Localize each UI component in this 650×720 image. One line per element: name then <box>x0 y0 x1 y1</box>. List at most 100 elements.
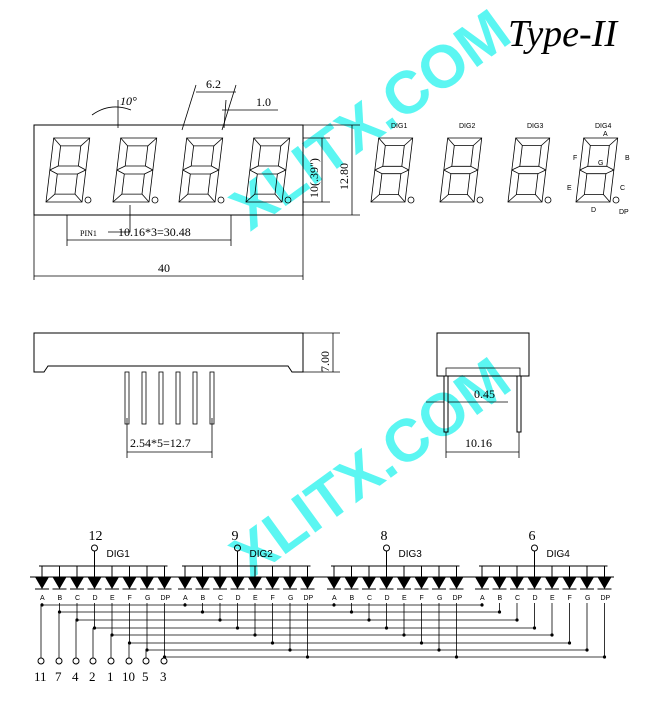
dig1-label: DIG1 <box>391 123 407 130</box>
digit-layout-view: DIG1 DIG2 DIG3 DIG4 A B F G E C D DP <box>370 123 630 216</box>
right-digit-1 <box>370 137 415 204</box>
seg-label-d: D <box>591 207 596 214</box>
segment-width-label: 6.2 <box>206 77 221 91</box>
seg-name-2-E: E <box>253 595 258 602</box>
pin-dia-label: 0.45 <box>474 387 495 401</box>
led-2-C <box>213 577 227 589</box>
height-inch-label: 10(.39") <box>307 158 321 198</box>
side-pin-4 <box>175 371 181 425</box>
end-body <box>436 332 530 377</box>
front-digit-1 <box>45 137 92 204</box>
seg-name-3-D: D <box>385 595 390 602</box>
led-1-DP <box>157 577 172 589</box>
side-pin-2 <box>141 371 147 425</box>
seg-name-3-B: B <box>350 595 355 602</box>
led-2-B <box>195 577 210 589</box>
seg-name-1-A: A <box>40 595 45 602</box>
seg-name-4-F: F <box>568 595 572 602</box>
bottom-pin-number-1: 1 <box>107 669 114 684</box>
common-pin-number-2: 9 <box>232 529 239 544</box>
digit-name-3: DIG3 <box>399 549 423 560</box>
seg-name-1-G: G <box>145 595 150 602</box>
right-digits <box>370 137 620 204</box>
led-3-B <box>344 577 359 589</box>
common-pin-1 <box>91 544 98 552</box>
seg-name-1-DP: DP <box>161 595 171 602</box>
row-span-label: 10.16 <box>465 436 492 450</box>
type-title: Type-II <box>508 13 619 55</box>
seg-name-3-C: C <box>367 595 372 602</box>
side-view: 7.00 2.54*5=12.7 <box>33 332 340 458</box>
seg-name-3-F: F <box>420 595 424 602</box>
common-pin-number-3: 8 <box>381 529 388 544</box>
side-body <box>33 332 304 373</box>
seg-label-a: A <box>603 131 608 138</box>
led-1-G <box>140 577 154 589</box>
seg-label-dp: DP <box>619 209 629 216</box>
led-1-F <box>122 577 137 589</box>
seg-name-2-B: B <box>201 595 206 602</box>
seg-name-1-F: F <box>128 595 132 602</box>
right-digit-1-dp <box>407 196 415 204</box>
led-4-F <box>562 577 577 589</box>
led-4-C <box>510 577 524 589</box>
led-1-E <box>105 577 119 589</box>
seg-name-3-A: A <box>332 595 337 602</box>
common-pin-3 <box>383 544 390 552</box>
led-4-A <box>475 577 489 589</box>
seg-name-3-DP: DP <box>453 595 463 602</box>
seg-name-1-D: D <box>93 595 98 602</box>
seg-name-2-D: D <box>236 595 241 602</box>
side-pin-3 <box>158 371 164 425</box>
led-3-E <box>397 577 411 589</box>
bottom-pin-3 <box>160 657 168 665</box>
led-4-B <box>492 577 507 589</box>
led-2-DP <box>300 577 315 589</box>
led-2-G <box>283 577 297 589</box>
front-digit-3 <box>178 137 225 204</box>
seg-name-3-G: G <box>437 595 442 602</box>
side-pin-1 <box>124 371 130 425</box>
seg-name-1-E: E <box>110 595 115 602</box>
led-4-E <box>545 577 559 589</box>
seg-name-4-B: B <box>498 595 503 602</box>
common-pin-number-1: 12 <box>89 529 103 544</box>
led-3-G <box>432 577 446 589</box>
right-digit-4-dp <box>612 196 620 204</box>
bottom-pin-number-3: 3 <box>160 669 167 684</box>
seg-name-4-G: G <box>585 595 590 602</box>
bottom-pin-7 <box>55 657 63 665</box>
bottom-pin-number-10: 10 <box>122 669 135 684</box>
led-1-B <box>52 577 67 589</box>
led-4-DP <box>597 577 612 589</box>
stroke-label: 1.0 <box>256 95 271 109</box>
seg-name-4-DP: DP <box>601 595 611 602</box>
led-1-C <box>70 577 84 589</box>
watermark-top: XLITX.COM <box>218 0 522 243</box>
bottom-pin-number-2: 2 <box>89 669 96 684</box>
right-digit-3 <box>507 137 552 204</box>
end-view: 0.45 10.16 <box>426 332 530 458</box>
bottom-pin-2 <box>89 657 97 665</box>
led-3-F <box>414 577 429 589</box>
front-digit-1-dp <box>84 196 92 204</box>
front-view: 10° 6.2 1.0 10(.39") 12.80 PIN1 10.16*3=… <box>33 77 360 280</box>
side-height-label: 7.00 <box>318 351 332 372</box>
led-2-F <box>265 577 280 589</box>
seg-name-2-F: F <box>271 595 275 602</box>
width-label: 40 <box>158 261 170 275</box>
height-label: 12.80 <box>337 163 351 190</box>
front-digits <box>45 137 292 204</box>
dig4-label: DIG4 <box>595 123 611 130</box>
seg-name-1-B: B <box>58 595 63 602</box>
pin1-label: PIN1 <box>80 229 97 238</box>
seg-label-g: G <box>598 160 603 167</box>
side-pin-5 <box>192 371 198 425</box>
front-digit-4-dp <box>284 196 292 204</box>
